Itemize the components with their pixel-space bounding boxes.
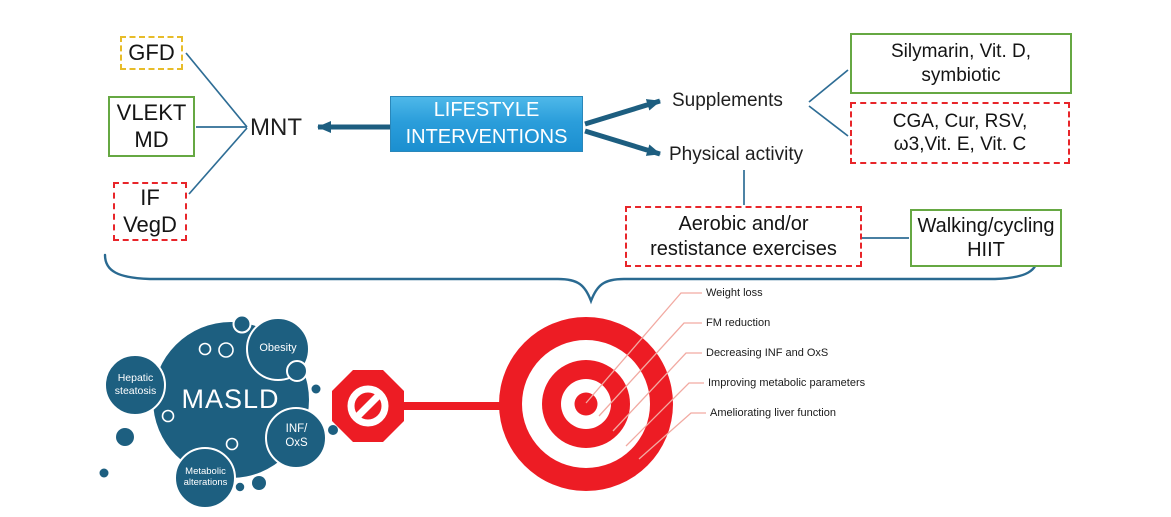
masld-label: MASLD	[181, 383, 280, 414]
outcome-ameliorating-liver: Ameliorating liver function	[710, 407, 836, 419]
supplements-fan-lines	[808, 69, 849, 137]
mnt-fan-lines	[185, 52, 248, 195]
outcome-leader-lines	[585, 292, 706, 460]
obesity-label: Obesity	[259, 342, 297, 355]
cga-cur-rsv-box: CGA, Cur, RSV, ω3,Vit. E, Vit. C	[850, 102, 1070, 164]
aerobic-resistance-box: Aerobic and/or restistance exercises	[625, 206, 862, 267]
inf-oxs-label: INF/ OxS	[285, 423, 308, 449]
outcome-fm-reduction: FM reduction	[706, 317, 771, 329]
outcome-weight-loss: Weight loss	[706, 287, 763, 299]
outcome-decreasing-inf-oxs: Decreasing INF and OxS	[706, 347, 829, 359]
metabolic-alterations-bubble	[174, 447, 236, 509]
supplements-arrow	[584, 98, 661, 127]
target-bullseye	[499, 317, 673, 491]
physical-activity-arrow	[584, 128, 661, 157]
prohibition-icon	[332, 370, 404, 442]
vlekt-md-box: VLEKT MD	[108, 96, 195, 157]
masld-bubble-cluster	[99, 314, 338, 509]
gfd-box: GFD	[120, 36, 183, 70]
walking-cycling-hiit-box: Walking/cycling HIIT	[910, 209, 1062, 267]
silymarin-vitd-symbiotic-box: Silymarin, Vit. D, symbiotic	[850, 33, 1072, 94]
inf-oxs-bubble	[265, 407, 327, 469]
physical-activity-label: Physical activity	[669, 143, 804, 165]
metabolic-alterations-label: Metabolic alterations	[183, 465, 228, 488]
brace	[103, 253, 1040, 305]
if-vegd-box: IF VegD	[113, 182, 187, 241]
mnt-label: MNT	[250, 114, 302, 141]
hepatic-steatosis-label: Hepatic steatosis	[114, 371, 157, 397]
lifestyle-interventions-box: LIFESTYLE INTERVENTIONS	[390, 96, 583, 152]
hepatic-steatosis-bubble	[104, 354, 166, 416]
outcome-improving-metabolic: Improving metabolic parameters	[708, 377, 866, 389]
supplements-label: Supplements	[672, 89, 783, 111]
